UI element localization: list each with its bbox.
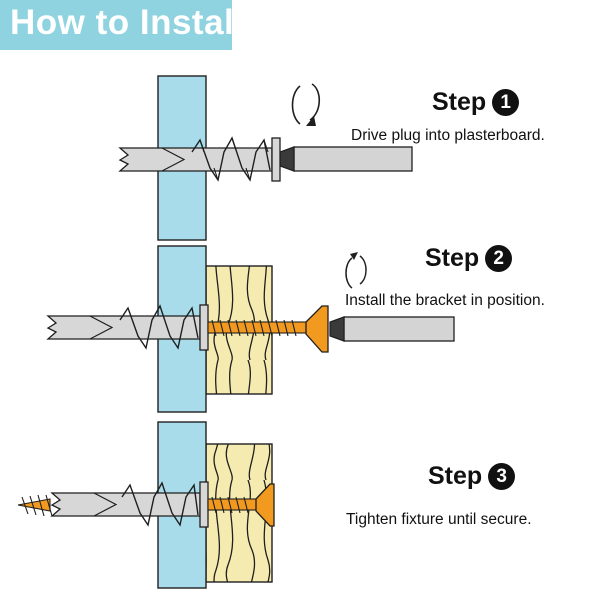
step-2-label: Step bbox=[425, 244, 480, 272]
step-2-number-badge: 2 bbox=[485, 245, 513, 272]
step-3-number-badge: 3 bbox=[488, 463, 516, 490]
step-2-illustration bbox=[46, 245, 455, 413]
screwdriver-shaft-1 bbox=[293, 146, 413, 172]
step-1-heading: Step 1 bbox=[432, 88, 520, 117]
wall-plug-3 bbox=[50, 481, 209, 528]
wall-plug-1 bbox=[118, 136, 281, 182]
wood-screw-2 bbox=[207, 305, 329, 353]
banner-title: How to Install bbox=[10, 3, 245, 42]
step-1-description: Drive plug into plasterboard. bbox=[351, 127, 545, 144]
wood-screw-3 bbox=[17, 483, 275, 527]
step-1-number-badge: 1 bbox=[492, 89, 520, 116]
step-2-description: Install the bracket in position. bbox=[345, 292, 545, 309]
screwdriver-tip-1 bbox=[279, 146, 295, 172]
title-banner: How to Install bbox=[0, 0, 244, 50]
wall-plug-2 bbox=[46, 304, 209, 351]
screwdriver-shaft-2 bbox=[343, 316, 455, 342]
step-3-description: Tighten fixture until secure. bbox=[346, 511, 532, 528]
step-3-heading: Step 3 bbox=[428, 462, 516, 491]
step-3-label: Step bbox=[428, 462, 483, 490]
step-2-heading: Step 2 bbox=[425, 244, 513, 273]
step-1-illustration bbox=[118, 75, 413, 241]
rotate-arrow-icon bbox=[291, 83, 321, 126]
step-3-illustration bbox=[17, 421, 275, 589]
rotate-arrow-icon bbox=[345, 252, 367, 289]
step-1-label: Step bbox=[432, 88, 487, 116]
screwdriver-tip-2 bbox=[329, 316, 345, 342]
